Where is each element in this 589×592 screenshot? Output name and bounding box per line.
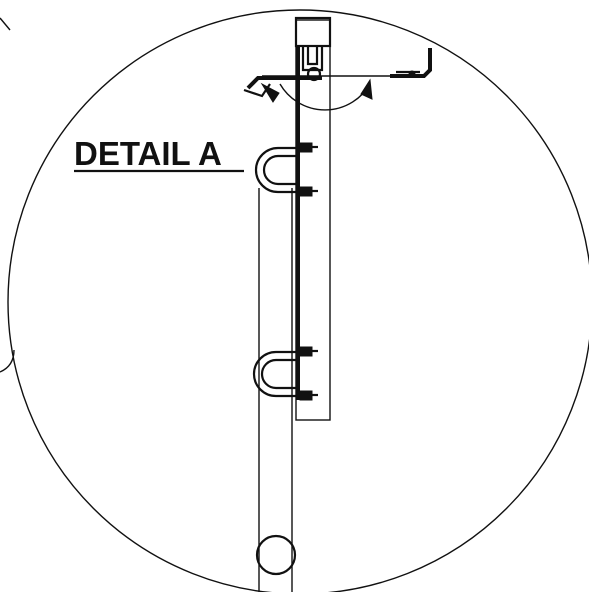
- leader-line-top: [0, 17, 11, 31]
- mounting-plate: [295, 19, 331, 421]
- detail-label: DETAIL A: [74, 135, 222, 172]
- top-cap: [294, 16, 332, 72]
- pipe-post: [258, 188, 293, 592]
- detail-boundary-circle: [7, 9, 589, 592]
- upper-u-bolt: [254, 142, 318, 197]
- lower-u-bolt: [252, 346, 318, 401]
- pipe-opening: [255, 534, 297, 576]
- angle-clip: [390, 48, 432, 78]
- leader-line: [0, 349, 15, 373]
- swing-arc: [260, 78, 373, 111]
